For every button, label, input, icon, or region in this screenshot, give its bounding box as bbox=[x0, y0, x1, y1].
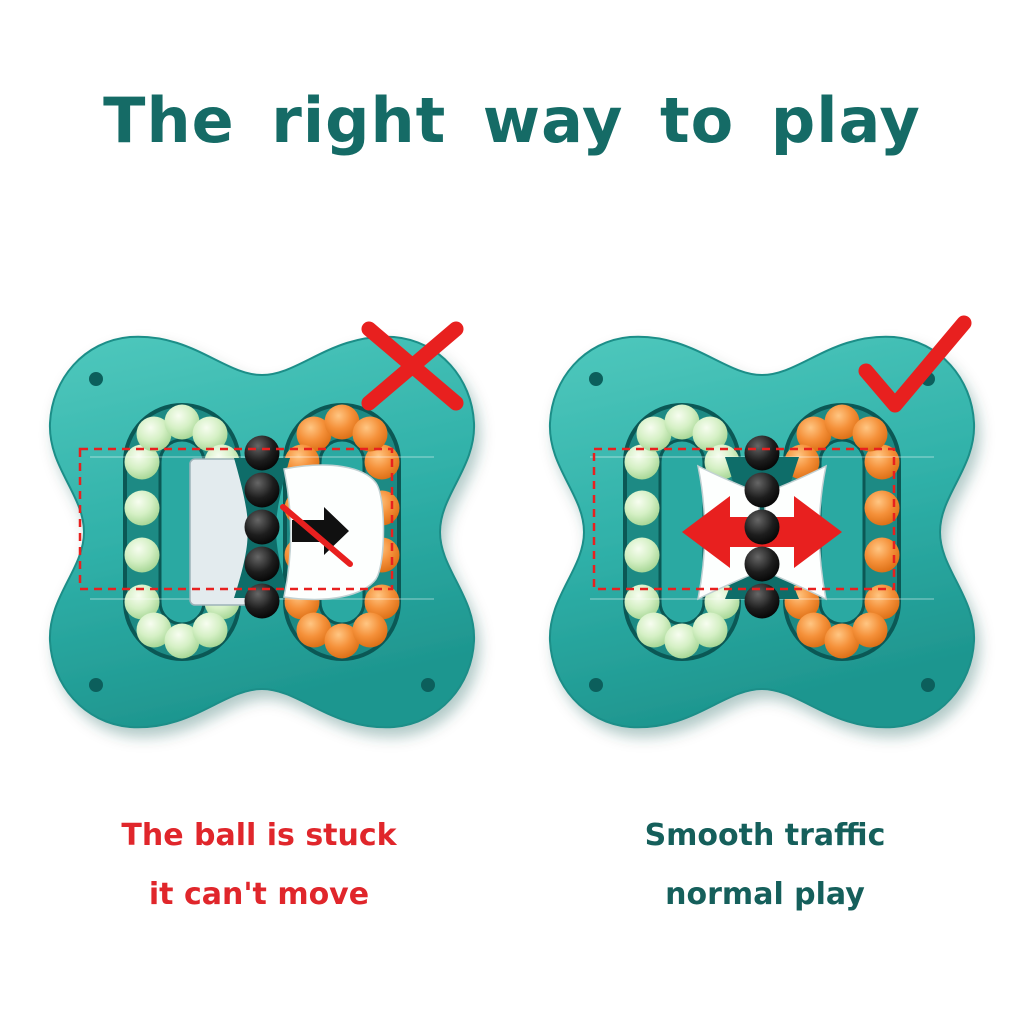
caption-normal-line2: normal play bbox=[665, 876, 865, 912]
arrow-left-icon bbox=[682, 496, 764, 568]
arrow-right-icon bbox=[760, 496, 842, 568]
rotation-zone-outline bbox=[592, 447, 896, 591]
toy-normal bbox=[550, 315, 974, 727]
toy-illustrations bbox=[7, 315, 1017, 755]
figures-row bbox=[0, 315, 1024, 755]
caption-wrong-line1: The ball is stuck bbox=[121, 818, 397, 853]
rotation-zone-outline bbox=[78, 447, 394, 591]
page-title: The right way to play bbox=[103, 84, 921, 157]
toy-stuck bbox=[50, 321, 474, 727]
caption-wrong: The ball is stuck it can't move bbox=[24, 807, 494, 924]
caption-normal-line1: Smooth traffic bbox=[644, 818, 886, 853]
black-beads bbox=[744, 435, 780, 619]
caption-normal: Smooth traffic normal play bbox=[530, 807, 1000, 924]
cross-icon bbox=[361, 321, 464, 411]
check-icon bbox=[858, 315, 972, 413]
stuck-arrow-icon bbox=[292, 507, 349, 555]
slash-icon bbox=[280, 504, 353, 567]
captions-row: The ball is stuck it can't move Smooth t… bbox=[0, 807, 1024, 924]
black-beads bbox=[244, 435, 280, 619]
caption-wrong-line2: it can't move bbox=[148, 876, 370, 912]
